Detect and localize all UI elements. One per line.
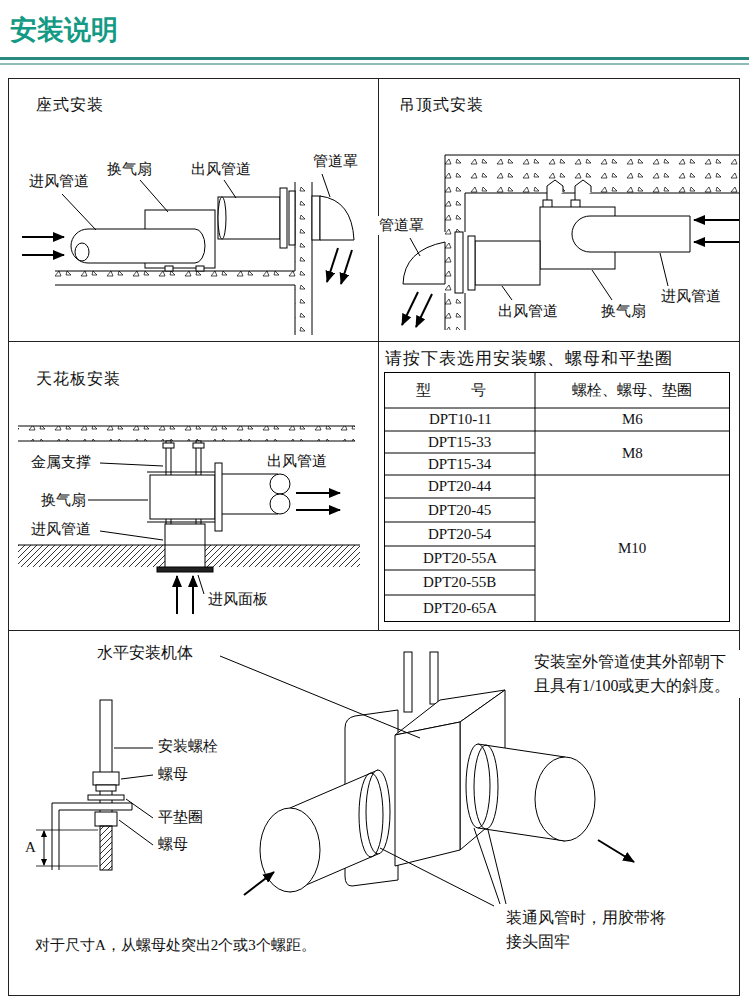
part-label: 出风管道 — [497, 302, 559, 321]
panel-heading: 吊顶式安装 — [399, 95, 484, 116]
panel-heading: 座式安装 — [36, 95, 104, 116]
table-cell: M10 — [617, 539, 647, 558]
panel-heading: 请按下表选用安装螺、螺母和平垫圈 — [385, 347, 673, 370]
table-cell: DPT20-55A — [422, 549, 498, 568]
part-label: 换气扇 — [40, 491, 87, 510]
part-label: 换气扇 — [600, 302, 647, 321]
table-cell: M8 — [621, 444, 644, 463]
note-text: 装通风管时，用胶带将接头固牢 — [505, 906, 667, 954]
table-cell: M6 — [621, 410, 644, 429]
part-label: 换气扇 — [106, 160, 153, 179]
part-label: 进风管道 — [660, 287, 722, 306]
part-label: 安装螺栓 — [157, 737, 219, 756]
part-label: 进风管道 — [30, 520, 92, 539]
table-cell: DPT15-33 — [427, 433, 492, 452]
panel-heading: 天花板安装 — [36, 369, 121, 390]
table-cell: DPT10-11 — [428, 410, 493, 429]
part-label: 出风管道 — [266, 452, 328, 471]
panel: 天花板安装 — [8, 341, 379, 631]
part-label: 螺母 — [157, 835, 189, 854]
panel: 座式安装 — [8, 78, 379, 342]
table-cell: DPT20-44 — [427, 477, 492, 496]
note-text: 安装室外管道使其外部朝下且具有1/100或更大的斜度。 — [533, 650, 740, 698]
table-cell: DPT20-55B — [422, 573, 497, 592]
note-text: 对于尺寸A，从螺母处突出2个或3个螺距。 — [34, 936, 317, 955]
part-label: 水平安装机体 — [96, 643, 194, 663]
part-label: 金属支撑 — [30, 453, 92, 472]
table-cell: DPT20-45 — [427, 501, 492, 520]
page-title: 安装说明 — [10, 12, 118, 48]
table-cell: DPT20-65A — [422, 599, 498, 618]
part-label: 进风面板 — [207, 590, 269, 609]
part-label: 螺母 — [157, 765, 189, 784]
table-cell: DPT15-34 — [427, 455, 492, 474]
table-cell: DPT20-54 — [427, 525, 492, 544]
table-header: 型 号 — [415, 381, 505, 400]
dimension-label: A — [24, 838, 37, 857]
table-header: 螺栓、螺母、垫圈 — [571, 381, 693, 400]
part-label: 管道罩 — [378, 216, 425, 235]
part-label: 进风管道 — [28, 172, 90, 191]
part-label: 出风管道 — [190, 160, 252, 179]
part-label: 管道罩 — [312, 152, 359, 171]
part-label: 平垫圈 — [157, 808, 204, 827]
